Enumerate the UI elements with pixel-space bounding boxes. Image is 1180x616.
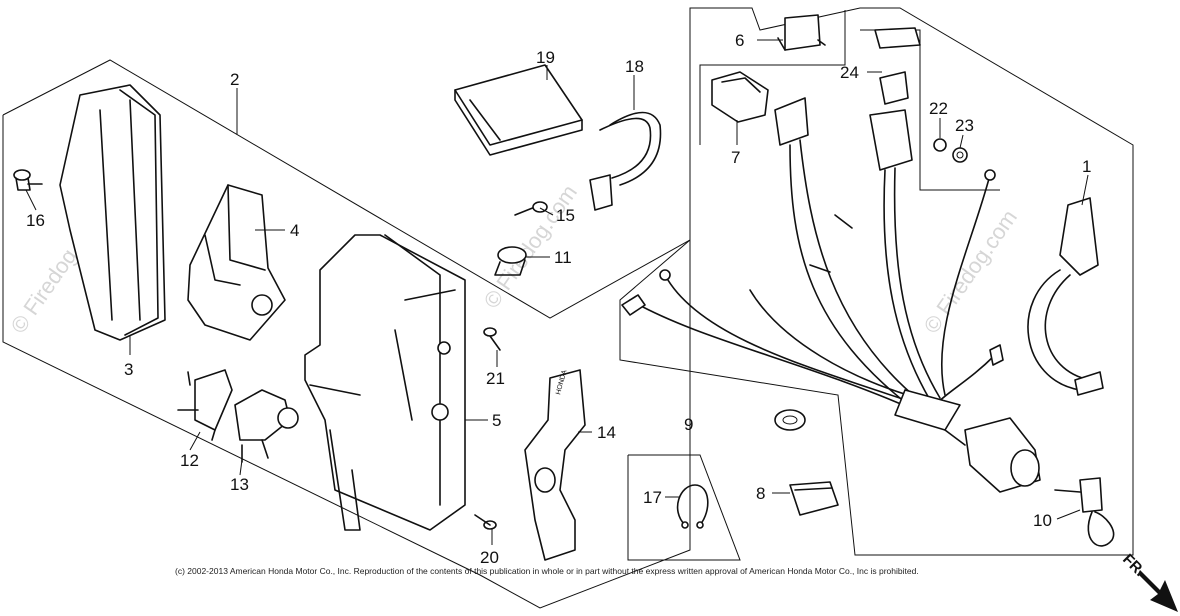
callout-2: 2 (230, 70, 239, 89)
callout-7: 7 (731, 148, 740, 167)
part-key-10 (1054, 477, 1115, 547)
front-arrow-icon (1138, 570, 1178, 612)
watermark-right: © Firedog.com (919, 205, 1022, 338)
outline-right-group (619, 7, 1134, 556)
outline-left-group (2, 59, 691, 609)
part-clip-17 (676, 484, 709, 529)
callout-11: 11 (554, 248, 572, 267)
part-plate-14: HONDA (524, 369, 586, 561)
part-band-18 (589, 111, 662, 211)
part-screw-21 (483, 327, 501, 351)
callout-16: 16 (26, 211, 45, 230)
callout-labels: 1 2 3 4 5 6 7 8 9 10 11 12 13 14 15 16 1… (26, 31, 1091, 567)
callout-9: 9 (684, 415, 693, 434)
callout-12: 12 (180, 451, 199, 470)
callout-23: 23 (955, 116, 974, 135)
callout-18: 18 (625, 57, 644, 76)
callout-14: 14 (597, 423, 616, 442)
part-grommet (774, 409, 806, 431)
part-screw-20 (474, 514, 497, 530)
part-relay-6 (777, 14, 826, 51)
callout-5: 5 (492, 411, 501, 430)
part-switch-12 (177, 369, 233, 441)
part-control-box-5 (304, 234, 466, 531)
callout-4: 4 (290, 221, 299, 240)
part-fuse-24 (874, 27, 921, 105)
watermark-center: © Firedog.com (479, 180, 582, 313)
front-marker: FR. (1119, 551, 1178, 612)
copyright-notice: (c) 2002-2013 American Honda Motor Co., … (175, 566, 919, 576)
callout-19: 19 (536, 48, 555, 67)
part-nut-22 (933, 138, 947, 152)
part-solenoid (944, 417, 1041, 493)
callout-21: 21 (486, 369, 505, 388)
group-outlines (2, 7, 1134, 609)
callout-24: 24 (840, 63, 859, 82)
part-clamp-8 (789, 481, 839, 516)
part-washer-23 (952, 147, 968, 163)
callout-6: 6 (735, 31, 744, 50)
callout-17: 17 (643, 488, 662, 507)
part-cover-3 (59, 84, 166, 341)
part-block-7 (711, 71, 769, 123)
outline-relay-box (699, 10, 846, 145)
part-bolt-16 (13, 169, 43, 191)
callout-13: 13 (230, 475, 249, 494)
callout-8: 8 (756, 484, 765, 503)
callout-22: 22 (929, 99, 948, 118)
part-key-switch-13 (234, 389, 299, 463)
part-clip-11 (494, 246, 527, 276)
part-switch-1 (1027, 197, 1104, 396)
leader-lines (25, 39, 1089, 545)
outline-bottom-box (627, 454, 741, 561)
callout-20: 20 (480, 548, 499, 567)
callout-1: 1 (1082, 157, 1091, 176)
part-pad-19 (454, 64, 583, 156)
part-bracket-4 (187, 184, 286, 341)
callout-10: 10 (1033, 511, 1052, 530)
callout-15: 15 (556, 206, 575, 225)
callout-3: 3 (124, 360, 133, 379)
